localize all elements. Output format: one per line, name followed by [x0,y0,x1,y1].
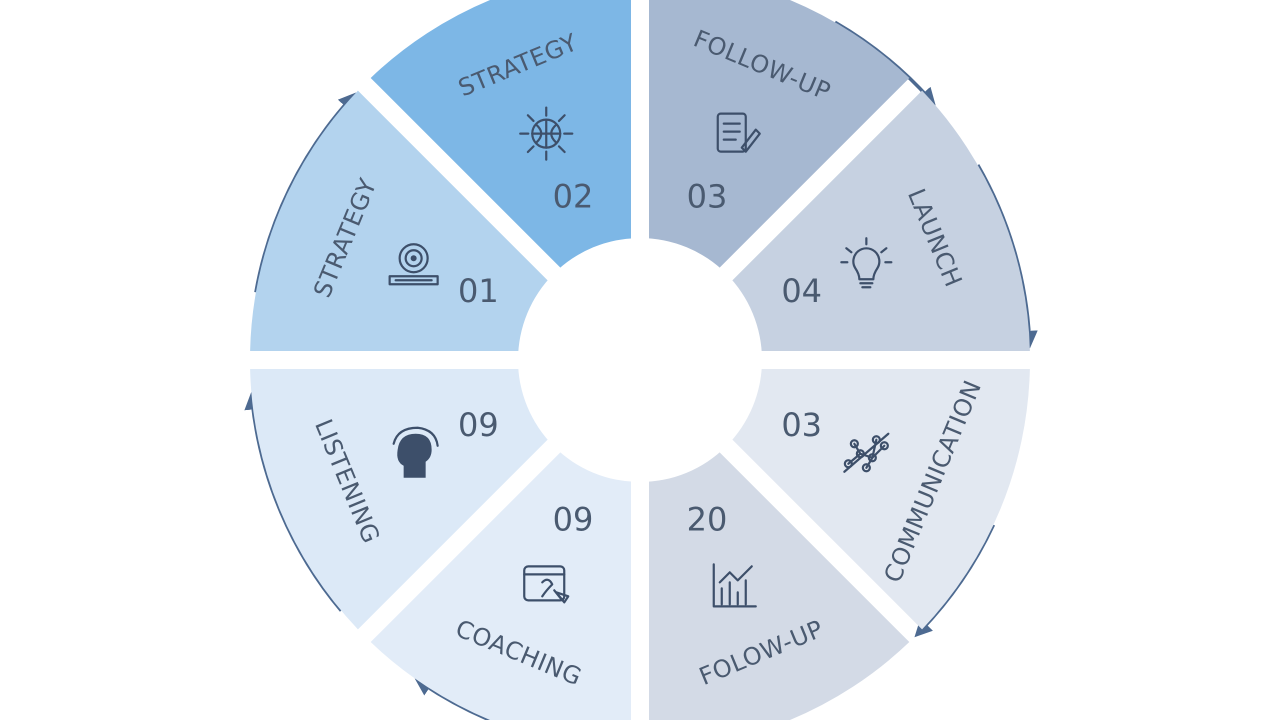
segment-7 [370,380,633,720]
segment-number: 09 [553,501,594,539]
segment-6 [647,380,910,720]
segment-number: 03 [687,177,728,215]
head-silhouette-icon [392,426,439,478]
segment-number: 03 [781,406,822,444]
segment-1 [250,90,620,353]
segment-4 [660,90,1030,353]
segment-number: 20 [687,501,728,539]
segment-number: 02 [553,177,594,215]
segment-number: 09 [458,406,499,444]
cycle-segments [250,0,1030,720]
segment-8 [250,367,620,630]
segment-number: 01 [458,272,499,310]
bar-chart-icon [712,563,757,608]
checklist-document-icon [716,112,761,153]
lightbulb-icon [840,237,893,289]
presentation-board-icon [523,565,570,604]
segment-icons [388,106,893,608]
gear-globe-icon [519,106,574,161]
target-screen-icon [388,243,439,286]
segment-2 [370,0,633,340]
segment-number: 04 [781,272,822,310]
segment-5 [660,367,1030,630]
center-hub [518,238,762,482]
segment-3 [647,0,910,340]
network-nodes-icon [843,432,890,473]
